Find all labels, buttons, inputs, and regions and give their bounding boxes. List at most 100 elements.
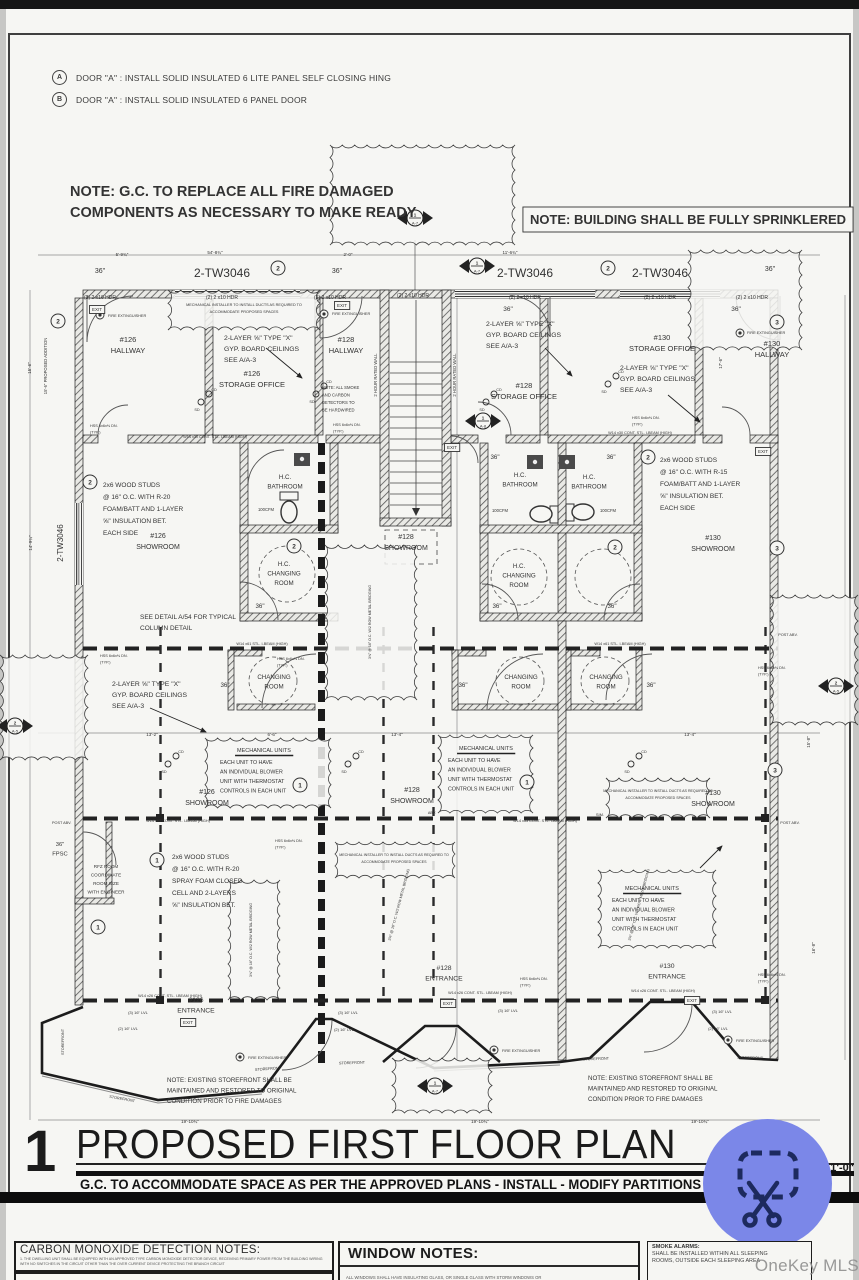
carbon-monoxide-notes-title: CARBON MONOXIDE DETECTION NOTES: bbox=[20, 1244, 261, 1256]
revision-cloud bbox=[167, 289, 321, 331]
svg-text:100CFM: 100CFM bbox=[258, 507, 275, 512]
plan-marker-x bbox=[723, 1035, 733, 1045]
window-notes-box: WINDOW NOTES: ALL WINDOWS SHALL HAVE INS… bbox=[338, 1241, 640, 1280]
svg-text:2: 2 bbox=[88, 479, 92, 486]
svg-text:A-7: A-7 bbox=[412, 221, 419, 226]
svg-text:NOTE: G.C. TO REPLACE ALL FIRE: NOTE: G.C. TO REPLACE ALL FIRE DAMAGEDCO… bbox=[70, 184, 417, 221]
plan-label: 100CFM bbox=[258, 507, 275, 512]
svg-text:2 HOUR RATED WALL: 2 HOUR RATED WALL bbox=[452, 353, 457, 397]
svg-text:FIRE EXTINGUISHER: FIRE EXTINGUISHER bbox=[108, 314, 146, 318]
svg-text:W14 x53 CONT. STL. I-BEAM (HIG: W14 x53 CONT. STL. I-BEAM (HIGH) bbox=[513, 819, 577, 823]
svg-text:(2) 2 x10 HDR: (2) 2 x10 HDR bbox=[314, 295, 346, 301]
svg-text:2-TW3046: 2-TW3046 bbox=[632, 266, 688, 280]
svg-text:NOTE: BUILDING SHALL BE FULLY: NOTE: BUILDING SHALL BE FULLY SPRINKLERE… bbox=[530, 212, 846, 227]
dashed-walls-and-beams bbox=[83, 443, 778, 1065]
svg-text:NOTE: EXISTING STOREFRONT SHAL: NOTE: EXISTING STOREFRONT SHALL BEMAINTA… bbox=[167, 1077, 297, 1105]
svg-text:2: 2 bbox=[613, 544, 617, 551]
plan-marker-c: 2 bbox=[270, 260, 286, 276]
svg-text:19'-10¾": 19'-10¾" bbox=[471, 1119, 489, 1124]
svg-text:SD: SD bbox=[341, 770, 347, 774]
plan-label: 13'-4" bbox=[684, 732, 696, 737]
svg-text:(2) 2 x10 HDR: (2) 2 x10 HDR bbox=[397, 293, 429, 299]
plan-label: EXIT bbox=[444, 443, 461, 452]
svg-text:MECHANICAL INSTALLER TO INSTAL: MECHANICAL INSTALLER TO INSTALL DUCTS AS… bbox=[186, 303, 302, 314]
plan-marker-s: 1A-7 bbox=[417, 1077, 453, 1095]
plan-label: MECHANICAL UNITS bbox=[457, 746, 516, 755]
svg-text:W14 x30 CONT. STL. I-BEAM (HIG: W14 x30 CONT. STL. I-BEAM (HIGH) bbox=[183, 435, 247, 439]
revision-cloud bbox=[605, 777, 711, 819]
plan-label: ABV. bbox=[428, 811, 436, 815]
svg-text:1: 1 bbox=[96, 924, 100, 931]
svg-text:EXIT: EXIT bbox=[758, 449, 768, 454]
plan-label: HSS 6x6x⅜ DN.(TYP.) bbox=[275, 839, 303, 850]
svg-text:15'-8": 15'-8" bbox=[806, 736, 811, 748]
svg-text:CD: CD bbox=[358, 750, 364, 754]
plan-marker-s: 2A-5 bbox=[818, 677, 854, 695]
carbon-monoxide-notes-body: 1. THE DWELLING UNIT SHALL BE EQUIPPED W… bbox=[20, 1257, 323, 1266]
plan-label: 36" bbox=[646, 682, 655, 689]
svg-text:SD: SD bbox=[624, 770, 630, 774]
accessibility-turning-circles bbox=[248, 545, 632, 706]
plan-label: W14 x30 CONT. STL. I-BEAM (HIGH) bbox=[183, 435, 247, 439]
plan-label: NOTE: BUILDING SHALL BE FULLY SPRINKLERE… bbox=[522, 206, 854, 233]
plan-label: 2-TW3046 bbox=[632, 266, 688, 280]
svg-text:2: 2 bbox=[56, 318, 60, 325]
svg-text:3: 3 bbox=[775, 319, 779, 326]
plumbing-fixtures bbox=[279, 453, 595, 524]
revision-cloud bbox=[329, 144, 516, 246]
plan-label: (3) 16" LVL bbox=[128, 1010, 149, 1015]
plan-marker-d: SD CD bbox=[341, 750, 364, 774]
svg-text:A-7: A-7 bbox=[474, 269, 481, 274]
svg-text:36": 36" bbox=[765, 266, 776, 273]
plan-marker-c: 2 bbox=[286, 538, 302, 554]
plan-label: 2'-0" bbox=[344, 252, 353, 257]
plan-label: MECHANICAL INSTALLER TO INSTALL DUCTS AS… bbox=[603, 789, 713, 800]
plan-label: (2) 2 x10 HDR bbox=[509, 295, 541, 301]
svg-text:2: 2 bbox=[14, 721, 17, 726]
plan-label: MECHANICAL UNITS bbox=[235, 748, 294, 757]
title-underline-heavy bbox=[76, 1171, 854, 1176]
crop-photo-button[interactable] bbox=[703, 1119, 832, 1248]
svg-text:HSS 6x6x⅜ DN.(TYP.): HSS 6x6x⅜ DN.(TYP.) bbox=[90, 424, 118, 435]
plan-label: 2-TW3046 bbox=[194, 266, 250, 280]
plan-label: (3) 16" LVL bbox=[338, 1010, 359, 1015]
plan-label: W14 x53 CONT. STL. I-BEAM (HIGH) bbox=[513, 819, 577, 823]
svg-text:H.C.BATHROOM: H.C.BATHROOM bbox=[571, 474, 606, 491]
svg-text:NOTE: EXISTING STOREFRONT SHAL: NOTE: EXISTING STOREFRONT SHALL BEMAINTA… bbox=[588, 1075, 718, 1103]
plan-label: H.C.BATHROOM bbox=[267, 474, 302, 491]
svg-text:FIRE EXTINGUISHER: FIRE EXTINGUISHER bbox=[248, 1056, 286, 1060]
svg-text:15'-6" PROPOSED ADDITION: 15'-6" PROPOSED ADDITION bbox=[43, 338, 48, 395]
plan-label: W14 x61 STL. I-BEAM (HIGH) bbox=[236, 642, 288, 646]
sheet-number: 1 bbox=[24, 1119, 57, 1184]
revision-cloud bbox=[324, 544, 418, 701]
plan-label: HSS 6x6x⅜ DN.(TYP.) bbox=[520, 977, 548, 988]
smoke-alarms-line2: ROOMS, OUTSIDE EACH SLEEPING AREA bbox=[652, 1258, 761, 1265]
plan-marker-c: 2 bbox=[50, 313, 66, 329]
svg-text:13'-2": 13'-2" bbox=[146, 732, 158, 737]
svg-text:EXIT: EXIT bbox=[92, 307, 102, 312]
plan-label: 36" bbox=[607, 603, 616, 610]
svg-text:36": 36" bbox=[95, 268, 106, 275]
plan-label: H.C.BATHROOM bbox=[571, 474, 606, 491]
plan-label: 3⅝" @ 16" O.C. W/2 ROW METAL BRIDGING bbox=[368, 585, 372, 659]
svg-text:(2) 2 x10 HDR: (2) 2 x10 HDR bbox=[644, 295, 676, 301]
door-swing-arcs bbox=[82, 295, 781, 1071]
